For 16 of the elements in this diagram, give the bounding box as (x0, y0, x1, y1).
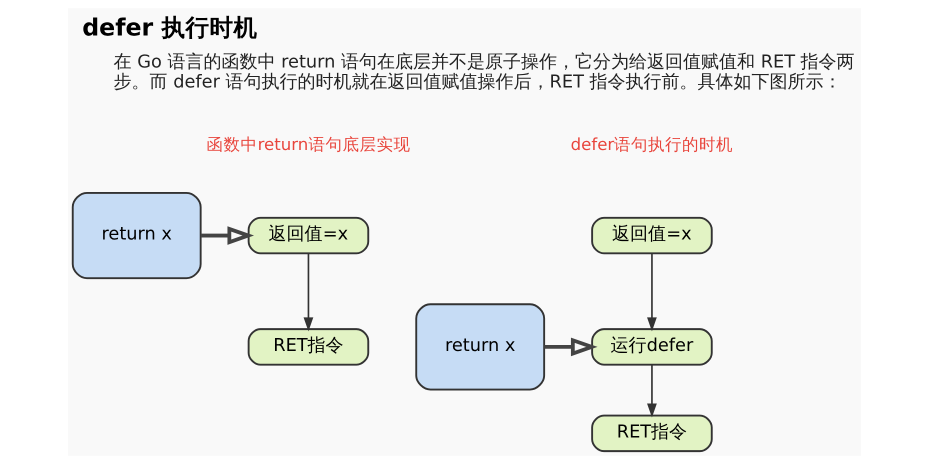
node-box: RET指令 (248, 328, 370, 366)
arrow (647, 364, 657, 418)
node-box: return x (72, 192, 202, 280)
node-box: 返回值=x (248, 216, 370, 254)
diagram-title: defer 执行时机 (82, 13, 258, 42)
arrow (200, 226, 254, 245)
label: 在 Go 语言的函数中 return 语句在底层并不是原子操作，它分为给返回值赋值和 RET 指令两步。而 defer 语句执行的时机就在返回值赋值操作后，RET 指令执行前。具体如下图所示： (114, 52, 855, 92)
node-box: 返回值=x (591, 216, 713, 254)
node-box: return x (415, 303, 546, 390)
arrow (304, 254, 314, 332)
node-box: RET指令 (591, 414, 713, 452)
label: 函数中return语句底层实现 (206, 134, 410, 154)
label: defer语句执行的时机 (570, 134, 734, 154)
arrow (544, 338, 598, 356)
arrow (647, 254, 657, 332)
node-box: 运行defer (591, 328, 713, 366)
